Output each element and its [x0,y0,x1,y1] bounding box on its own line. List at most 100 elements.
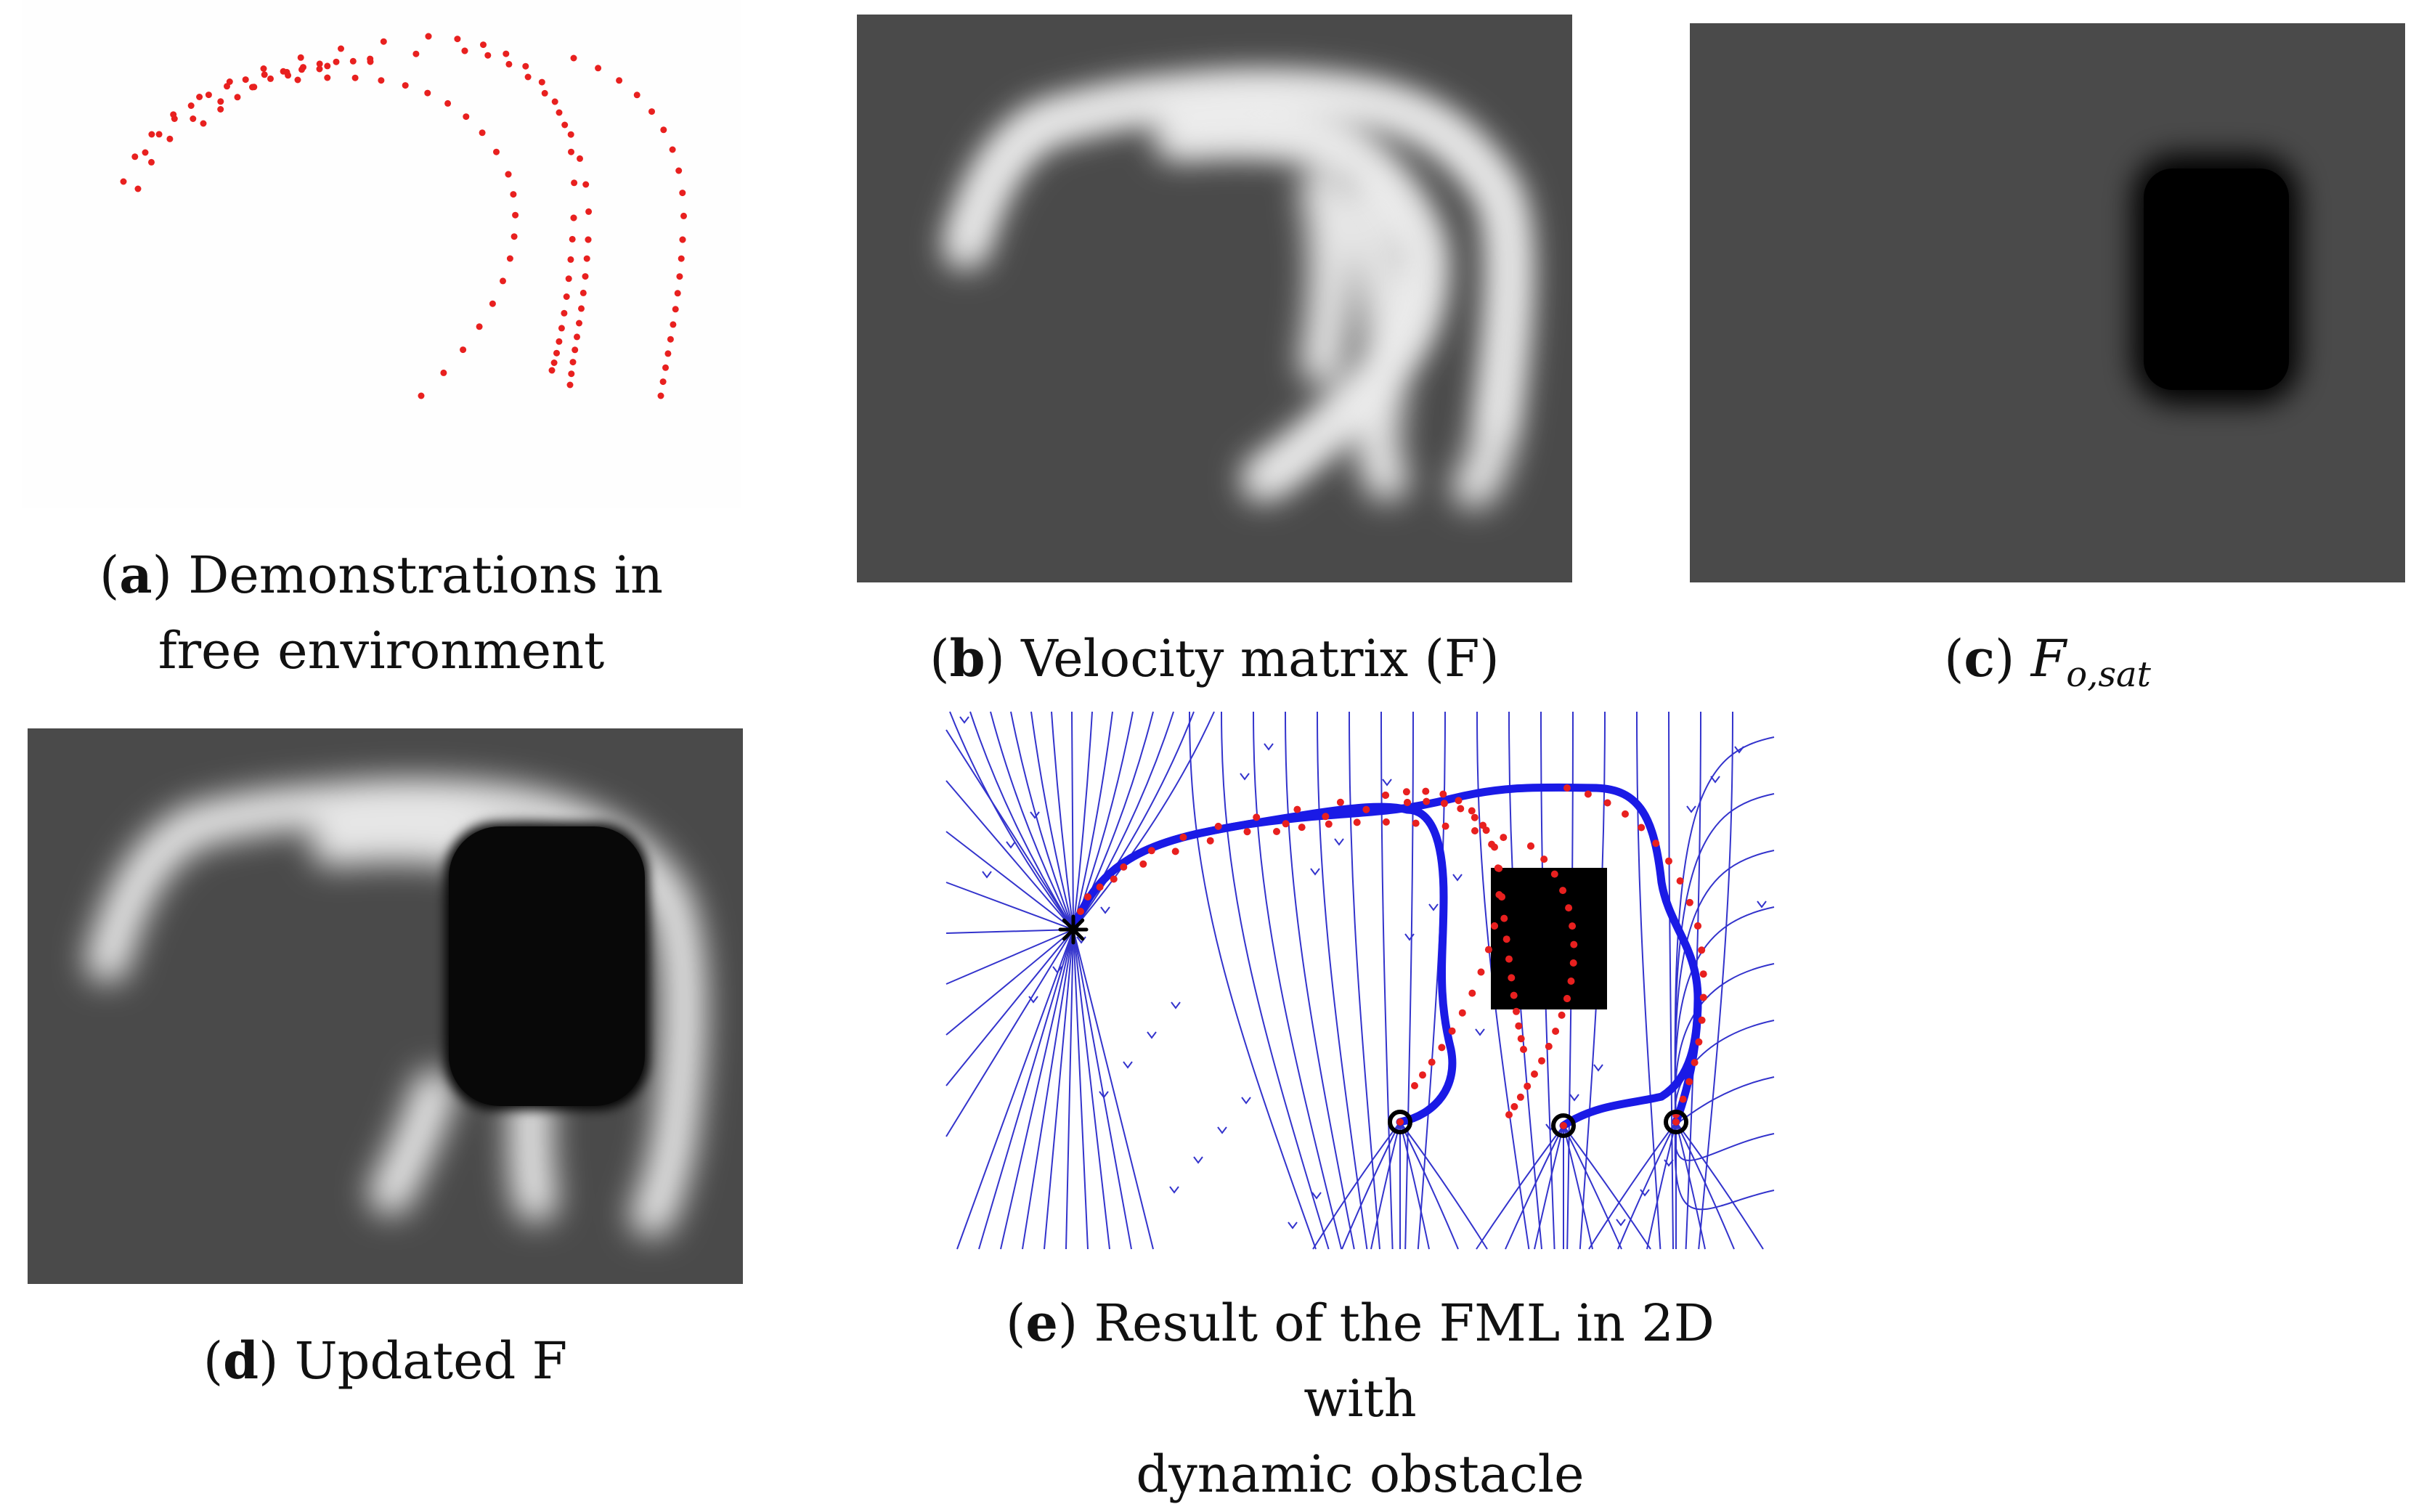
arrowhead [1616,1219,1626,1227]
demo-point [1471,827,1479,834]
arrowhead [1404,933,1415,941]
streamline [1563,1125,1593,1250]
demo-point [1362,805,1370,813]
demo-point [570,54,577,62]
streamline [945,929,1074,1086]
streamline [1073,929,1110,1250]
demo-point [669,146,676,153]
demo-point [1484,946,1492,954]
demo-point [297,54,304,61]
streamline [1065,929,1074,1250]
arrowhead [1006,841,1016,849]
caption-a: (a) Demonstrations in free environment [22,537,741,688]
demo-point [489,300,496,307]
demo-point [506,255,513,262]
demo-point [280,68,287,75]
demo-point [1206,837,1214,845]
streamline [1341,1121,1401,1250]
streamline [1073,711,1215,930]
demo-point [572,346,579,354]
demo-point [412,50,420,57]
demo-point [1411,1082,1418,1089]
demo-point [577,155,583,162]
demo-point [1448,1027,1456,1035]
demo-point [1243,828,1251,836]
demo-point [1404,799,1411,806]
demo-point [1412,819,1420,827]
demo-point [425,33,432,40]
demo-point [583,255,590,262]
goal-center [1396,1118,1404,1126]
ringed-dot-icon [1664,1110,1688,1134]
demo-point [1382,792,1389,799]
arrowhead [1193,1156,1203,1164]
streamline [1349,711,1380,1250]
demo-point [1253,813,1261,821]
panel-e-fml-result [943,708,1778,1253]
demo-point [1455,797,1463,805]
demo-point [1495,891,1503,898]
demo-point [574,333,580,341]
demo-point [224,83,230,90]
demo-point [1531,1070,1538,1078]
demo-point [200,120,207,127]
demo-point [298,66,305,73]
streamline [1022,929,1074,1250]
demo-point [1471,813,1479,821]
demo-point [571,179,578,187]
demo-point [316,65,323,73]
demo-point [418,392,425,399]
demo-point [1458,1009,1466,1017]
arrowhead [1123,1061,1133,1069]
demo-point [1652,840,1660,848]
demo-point [493,148,500,155]
demo-point [1353,818,1361,826]
demo-point [569,235,576,243]
arrowhead [1264,743,1274,751]
demo-point [675,167,683,174]
demo-point [142,149,149,156]
streamline [945,780,1074,930]
streamline [1073,711,1113,930]
goal-ring [1664,1110,1688,1134]
demo-point [1477,968,1485,976]
demo-point [524,73,532,81]
demo-point [217,98,224,105]
demo-point [1505,1111,1513,1118]
demo-point [242,76,249,84]
demo-point [1559,887,1567,895]
demo-point [1214,822,1222,830]
demo-point [662,364,669,371]
panel-b-velocity-matrix [857,15,1572,582]
streamline [1674,793,1775,1123]
updated-f-image [28,728,743,1284]
demo-point [500,277,506,285]
streamline [1073,929,1132,1250]
demo-point [367,58,374,65]
demo-point [1491,922,1498,930]
demo-point [1096,883,1104,891]
demo-point [1457,805,1465,813]
demo-point [1505,955,1513,963]
demo-point [566,381,574,389]
demo-point [1428,1058,1436,1066]
demo-point [1438,1044,1446,1052]
arrowhead [1288,1222,1298,1229]
demo-point [479,129,486,137]
demo-point [1273,828,1280,835]
streamline [949,711,1074,930]
demo-point [1638,824,1646,832]
demo-point [1603,799,1611,807]
arrowhead [1217,1126,1227,1134]
arrowhead [1100,906,1110,914]
streamline [945,729,1074,930]
demo-point [424,89,431,97]
demo-point [1510,1102,1518,1110]
arrowhead [1052,966,1062,974]
demo-point [217,106,224,113]
caption-e-line1: ) Result of the FML in 2D with [1057,1293,1715,1428]
demo-point [582,181,590,188]
demo-point [503,50,510,57]
goal-ring [1551,1113,1576,1138]
demo-point [567,256,574,263]
